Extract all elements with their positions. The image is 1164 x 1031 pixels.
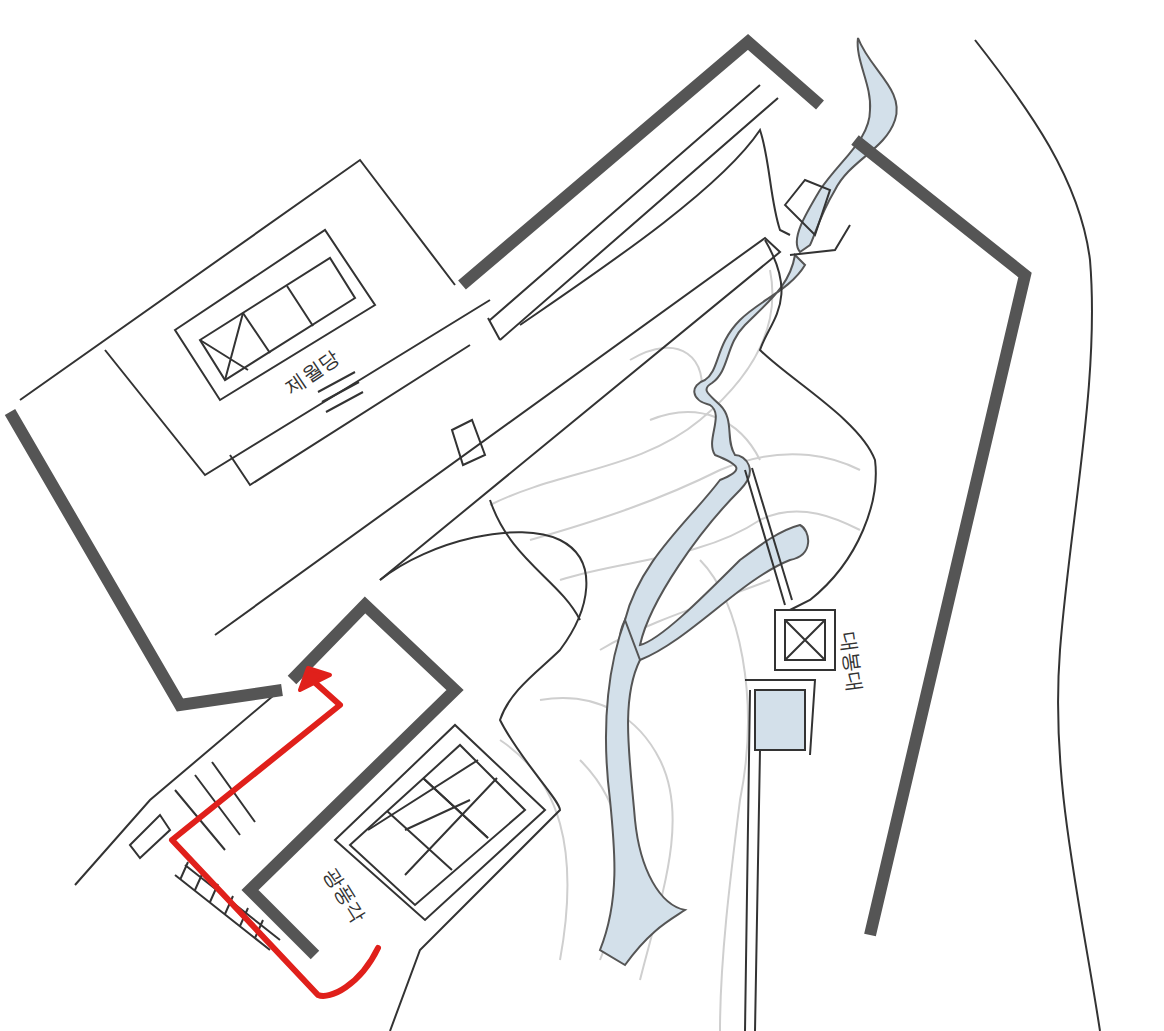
route-arrow [172, 668, 378, 996]
walls [10, 42, 1025, 955]
river-bank [975, 40, 1100, 1031]
building-label: 광풍각 [321, 864, 370, 925]
gwangpunggak-building [335, 725, 545, 920]
contour-lines [490, 270, 860, 1031]
terrace-lines [20, 85, 876, 1031]
daebongdae-pavilion [745, 610, 835, 755]
building-label: 대봉대 [838, 631, 866, 693]
building-label: 제월당 [282, 347, 343, 397]
